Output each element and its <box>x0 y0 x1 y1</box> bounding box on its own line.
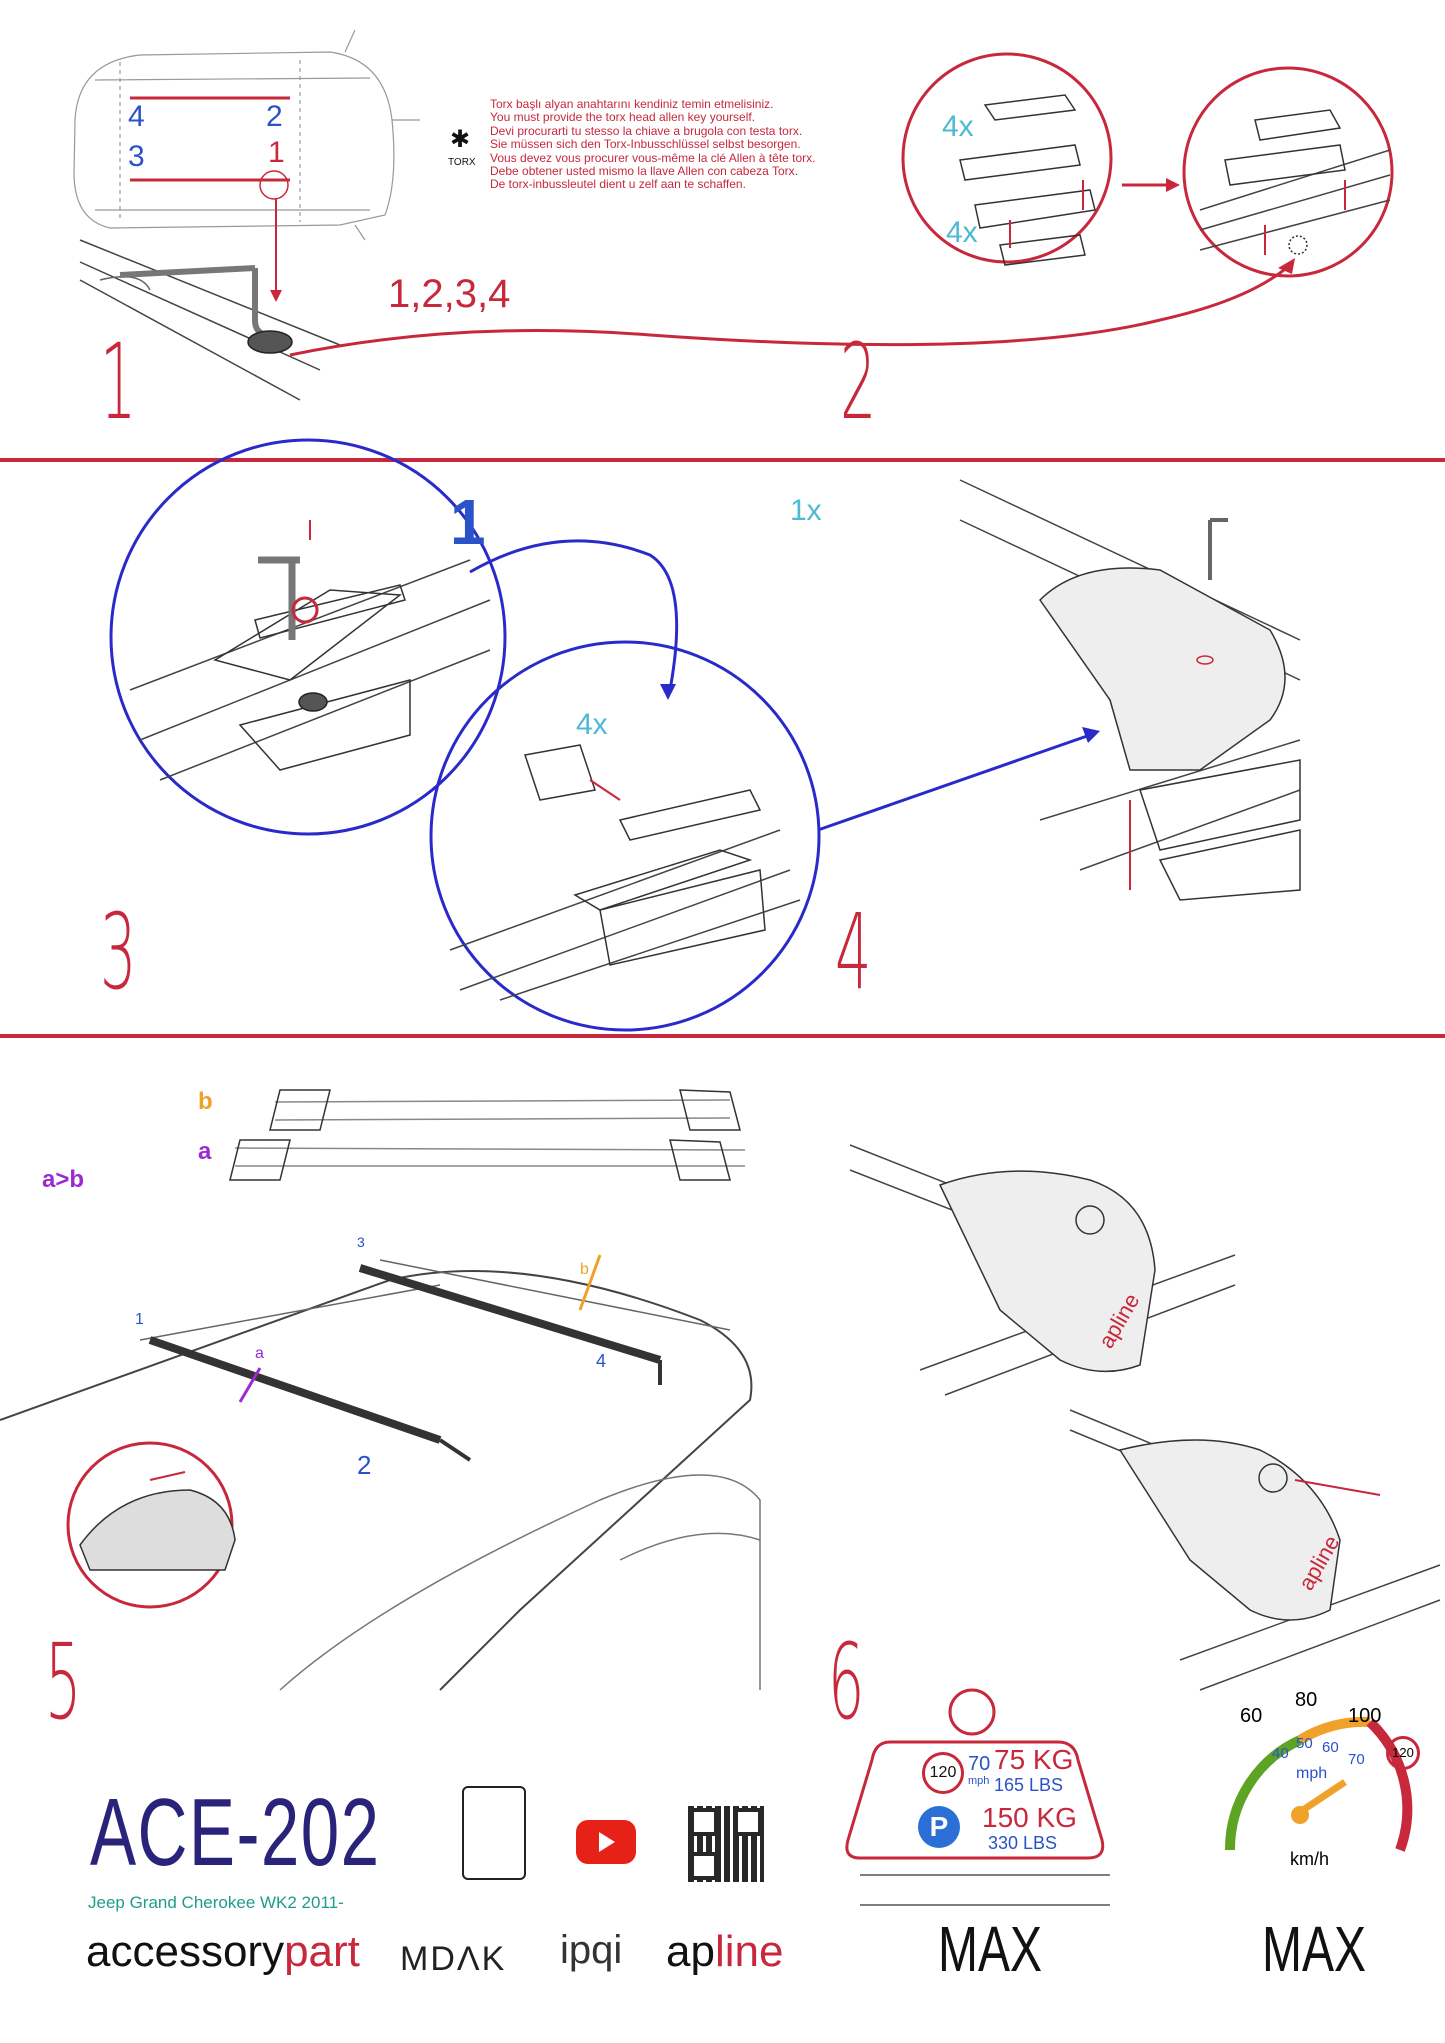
arrow-label-b: b <box>580 1261 589 1278</box>
park-load-lbs: 330 LBS <box>988 1833 1058 1853</box>
drive-load-lbs: 165 LBS <box>994 1775 1064 1795</box>
kmh-tick-60: 60 <box>1240 1705 1263 1727</box>
torx-notice-line: De torx-inbussleutel dient u zelf aan te… <box>490 177 746 192</box>
foot-position-1: 1 <box>135 1311 144 1328</box>
bar-rule: a>b <box>42 1168 84 1192</box>
brand-apline-b: line <box>714 1927 784 1976</box>
qr-finder-tl <box>690 1808 718 1836</box>
position-label-1: 1 <box>268 136 285 169</box>
speed-limit-value: 120 <box>929 1764 957 1781</box>
torx-notice-line: Devi procurarti tu stesso la chiave a br… <box>490 123 803 138</box>
brand-ipqi: ipqi <box>560 1928 623 1972</box>
arrow-label-a: a <box>255 1345 264 1362</box>
position-label-3: 3 <box>128 140 145 173</box>
drive-load-kg: 75 KG <box>994 1744 1074 1775</box>
youtube-icon[interactable] <box>576 1820 636 1864</box>
drive-speed-mph: 70 <box>968 1753 991 1775</box>
speedo-unit: km/h <box>1290 1849 1330 1869</box>
brand-accessorypart: accessorypart <box>86 1930 360 1974</box>
qty-label-clip: 4x <box>576 708 608 741</box>
torx-notice: Torx başlı alyan anahtarını kendiniz tem… <box>490 97 816 192</box>
step-number-3: 3 <box>100 891 137 1013</box>
step-number-2: 2 <box>840 321 877 443</box>
kmh-tick-100: 100 <box>1348 1705 1382 1727</box>
torx-notice-line: Sie müssen sich den Torx-Inbusschlüssel … <box>490 137 801 152</box>
section-divider-middle <box>0 1034 1445 1038</box>
car-top-view <box>73 29 420 241</box>
step-number-5: 5 <box>45 1621 82 1743</box>
position-label-4: 4 <box>128 100 145 133</box>
position-label-2: 2 <box>266 100 283 133</box>
torx-notice-line: Debe obtener usted mismo la llave Allen … <box>490 164 798 179</box>
brand-mdak: MDΛK <box>400 1940 507 1978</box>
step-number-1: 1 <box>100 321 137 443</box>
speedo-limit-badge: 120 <box>1386 1736 1420 1770</box>
vehicle-fitment: Jeep Grand Cherokee WK2 2011- <box>88 1893 344 1912</box>
mph-tick-70: 70 <box>1348 1751 1365 1768</box>
drive-speed-unit: mph <box>968 1775 990 1787</box>
foot-position-4: 4 <box>596 1351 607 1371</box>
mph-tick-50: 50 <box>1296 1735 1313 1752</box>
speedo-limit-value: 120 <box>1392 1745 1414 1760</box>
mph-tick-60: 60 <box>1322 1739 1339 1756</box>
park-load-kg: 150 KG <box>982 1802 1077 1833</box>
qr-finder-bl <box>690 1852 718 1880</box>
mph-tick-40: 40 <box>1272 1745 1289 1762</box>
qr-finder-tr <box>734 1808 762 1836</box>
bar-label-a: a <box>198 1138 212 1165</box>
brand-apline: apline <box>666 1930 783 1974</box>
sequence-label: 1,2,3,4 <box>388 274 510 314</box>
speed-limit-badge: 120 <box>922 1752 964 1794</box>
parking-icon: P <box>918 1806 960 1848</box>
parking-icon-text: P <box>929 1811 949 1842</box>
brand-accessorypart-a: accessory <box>86 1927 285 1976</box>
section-divider-top <box>0 458 1445 462</box>
sequence-text: 1,2,3,4 <box>388 272 511 316</box>
youtube-play-icon <box>599 1832 615 1852</box>
qty-label-key: 1x <box>790 494 822 527</box>
torx-notice-line: You must provide the torx head allen key… <box>490 110 756 125</box>
torx-notice-line: Torx başlı alyan anahtarını kendiniz tem… <box>490 97 774 111</box>
torx-icon-label: TORX <box>448 157 476 168</box>
bar-rule-text: a>b <box>42 1166 85 1193</box>
phone-scan-icon <box>462 1786 526 1880</box>
step-number-4: 4 <box>835 891 872 1013</box>
qty-label-bottom: 4x <box>946 216 978 249</box>
foot-position-3: 3 <box>357 1234 365 1250</box>
step-number-6: 6 <box>828 1621 865 1743</box>
max-load-label: MAX <box>938 1913 1043 1985</box>
max-speed-label: MAX <box>1262 1913 1367 1985</box>
brand-accessorypart-b: part <box>284 1927 360 1976</box>
torx-notice-line: Vous devez vous procurer vous-même la cl… <box>490 150 816 165</box>
kmh-tick-80: 80 <box>1295 1689 1318 1711</box>
qty-label-top: 4x <box>942 110 974 143</box>
torx-icon: ✱ <box>450 126 471 153</box>
brand-apline-a: ap <box>666 1927 715 1976</box>
callout-number-1: 1 <box>450 486 486 558</box>
model-code: ACE-202 <box>90 1779 381 1886</box>
qr-code[interactable] <box>688 1806 764 1882</box>
bar-label-b: b <box>198 1088 213 1115</box>
foot-position-2: 2 <box>357 1450 372 1480</box>
speedo-mph-unit: mph <box>1296 1765 1328 1782</box>
